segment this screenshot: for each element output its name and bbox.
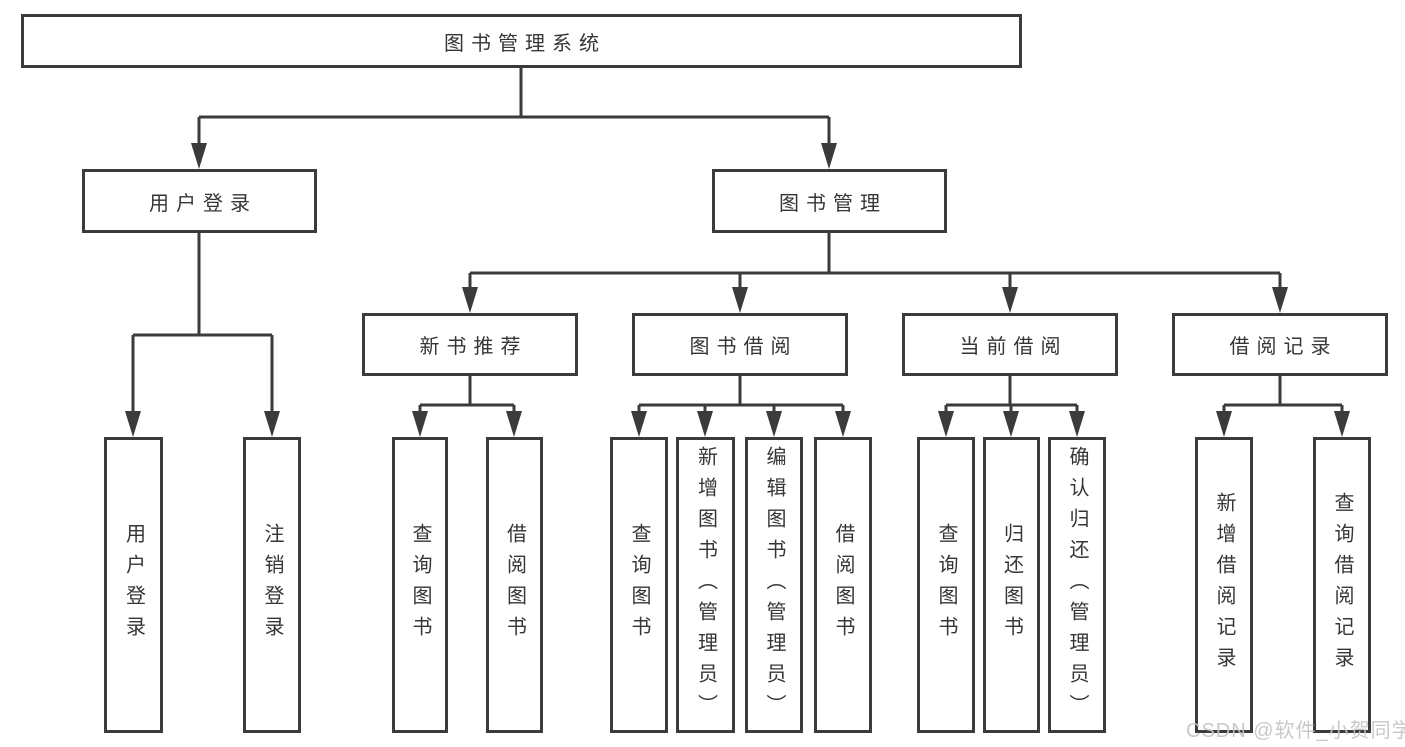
arrowhead bbox=[821, 143, 837, 169]
arrowhead bbox=[766, 411, 782, 437]
arrowhead bbox=[125, 411, 141, 437]
leaf-borrow-books-borrowing: 借阅图书 bbox=[814, 437, 872, 733]
leaf-label: 注销登录 bbox=[261, 523, 283, 647]
leaf-add-book-admin: 新增图书（管理员） bbox=[676, 437, 735, 733]
leaf-return-book: 归还图书 bbox=[983, 437, 1040, 733]
leaf-label: 查询图书 bbox=[409, 523, 431, 647]
arrowhead bbox=[264, 411, 280, 437]
leaf-label: 借阅图书 bbox=[503, 523, 526, 647]
arrowhead bbox=[462, 287, 478, 313]
leaf-logout: 注销登录 bbox=[243, 437, 301, 733]
leaf-borrow-books-newbooks: 借阅图书 bbox=[486, 437, 543, 733]
arrowhead bbox=[506, 411, 522, 437]
leaf-user-login: 用户登录 bbox=[104, 437, 163, 733]
leaf-label: 查询图书 bbox=[628, 523, 650, 647]
node-borrowing-records: 借阅记录 bbox=[1172, 313, 1388, 376]
arrowhead bbox=[1003, 411, 1019, 437]
arrowhead bbox=[1272, 287, 1288, 313]
leaf-label: 新增借阅记录 bbox=[1213, 492, 1235, 678]
csdn-watermark: CSDN @软件_小贺同学 bbox=[1186, 720, 1405, 742]
leaf-query-books-current: 查询图书 bbox=[917, 437, 975, 733]
leaf-label: 借阅图书 bbox=[832, 523, 854, 647]
leaf-confirm-return-admin: 确认归还（管理员） bbox=[1048, 437, 1106, 733]
leaf-label: 确认归还（管理员） bbox=[1066, 445, 1088, 725]
arrowhead bbox=[1334, 411, 1350, 437]
node-user-login-branch: 用户登录 bbox=[82, 169, 317, 233]
node-new-book-recommend: 新书推荐 bbox=[362, 313, 578, 376]
node-book-management-branch: 图书管理 bbox=[712, 169, 947, 233]
arrowhead bbox=[1069, 411, 1085, 437]
leaf-label: 归还图书 bbox=[1000, 523, 1023, 647]
arrowhead bbox=[938, 411, 954, 437]
leaf-query-books-borrowing: 查询图书 bbox=[610, 437, 668, 733]
arrowhead bbox=[1002, 287, 1018, 313]
arrowhead bbox=[631, 411, 647, 437]
leaf-label: 用户登录 bbox=[122, 523, 145, 647]
node-root-system: 图书管理系统 bbox=[21, 14, 1022, 68]
leaf-query-books-newbooks: 查询图书 bbox=[392, 437, 448, 733]
node-book-borrowing: 图书借阅 bbox=[632, 313, 848, 376]
arrowhead bbox=[1216, 411, 1232, 437]
connector-path bbox=[131, 67, 1344, 416]
arrowhead bbox=[835, 411, 851, 437]
leaf-label: 新增图书（管理员） bbox=[694, 445, 717, 725]
leaf-label: 查询图书 bbox=[935, 523, 957, 647]
leaf-label: 编辑图书（管理员） bbox=[763, 445, 785, 725]
arrowhead bbox=[191, 143, 207, 169]
arrowhead bbox=[412, 411, 428, 437]
arrowheads bbox=[125, 143, 1350, 437]
arrowhead bbox=[732, 287, 748, 313]
leaf-label: 查询借阅记录 bbox=[1331, 492, 1353, 678]
leaf-query-borrow-record: 查询借阅记录 bbox=[1313, 437, 1371, 733]
leaf-add-borrow-record: 新增借阅记录 bbox=[1195, 437, 1253, 733]
leaf-edit-book-admin: 编辑图书（管理员） bbox=[745, 437, 803, 733]
arrowhead bbox=[697, 411, 713, 437]
node-current-borrowing: 当前借阅 bbox=[902, 313, 1118, 376]
